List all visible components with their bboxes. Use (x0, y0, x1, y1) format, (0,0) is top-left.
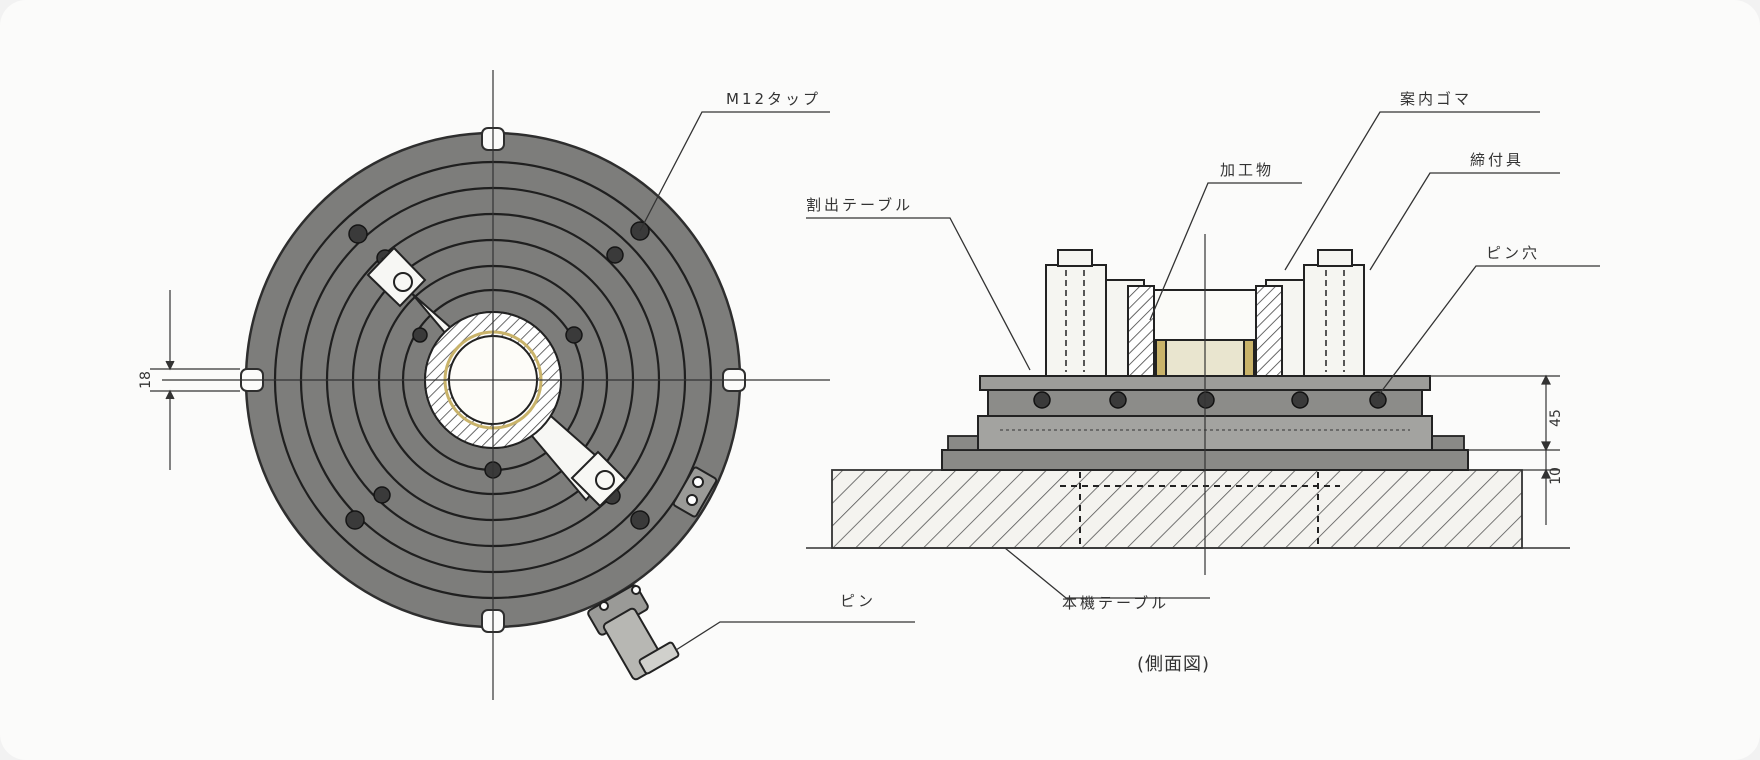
slot-dimension (150, 290, 240, 470)
height-dimensions (1430, 374, 1560, 525)
label-machine-table: 本機テーブル (1062, 594, 1169, 612)
top-view-leaders (639, 111, 915, 651)
clamp-right (1265, 249, 1365, 377)
center-lines (162, 70, 830, 700)
label-m12-tap: M12タップ (726, 90, 821, 108)
label-guide-piece: 案内ゴマ (1400, 90, 1472, 108)
index-pin-assembly (587, 466, 718, 681)
height-45-dim: 45 (1548, 409, 1564, 427)
side-view-caption: (側面図) (1137, 654, 1210, 675)
label-workpiece: 加工物 (1220, 161, 1274, 179)
label-pin: ピン (840, 592, 876, 610)
label-index-table: 割出テーブル (806, 196, 913, 214)
side-view-leaders (806, 111, 1600, 599)
top-view: 18 M12タップ ピン (138, 70, 915, 700)
label-pin-hole: ピン穴 (1486, 244, 1540, 262)
slot-width-dim: 18 (138, 371, 154, 389)
label-clamp: 締付具 (1470, 151, 1524, 169)
height-10-dim: 10 (1548, 467, 1564, 485)
pin-holes (1033, 391, 1387, 409)
machine-table (831, 469, 1523, 549)
side-view: 45 10 割出テーブル 加工物 案内ゴマ 締付具 ピン穴 本機テーブル (側面… (806, 90, 1600, 675)
